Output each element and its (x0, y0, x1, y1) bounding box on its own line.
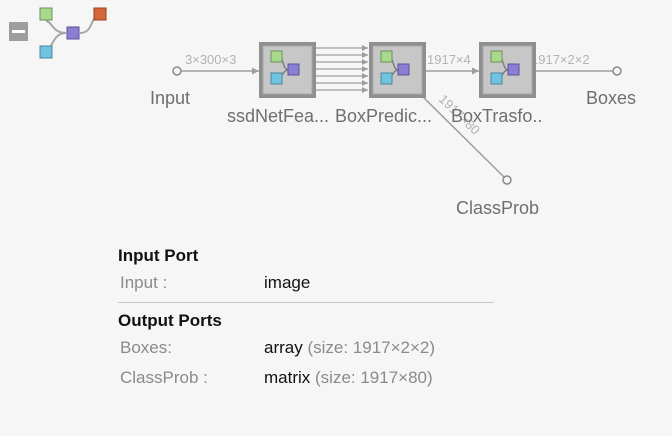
output-ports-heading: Output Ports (118, 311, 222, 330)
classprob-port-node[interactable] (502, 175, 512, 185)
input-port-value: image (264, 273, 311, 292)
input-port-row: Input : image (118, 268, 494, 298)
node-label-classprob: ClassProb (456, 198, 539, 218)
output-port-key-classprob: ClassProb : (120, 368, 208, 387)
output-port-row-boxes: Boxes: array (size: 1917×2×2) (118, 333, 494, 363)
output-port-size-boxes: (size: 1917×2×2) (307, 338, 436, 357)
output-port-key-boxes: Boxes: (120, 338, 172, 357)
edge-bundle-arrowheads (362, 45, 368, 93)
port-info-panel: Input Port Input : image Output Ports Bo… (118, 244, 494, 393)
output-port-type-classprob: matrix (264, 368, 311, 387)
output-port-row-classprob: ClassProb : matrix (size: 1917×80) (118, 363, 494, 393)
layer-block-boxtrasfo[interactable] (479, 42, 536, 98)
edge-label-boxpredic-size: 1917×4 (427, 52, 471, 67)
input-port-node[interactable] (172, 66, 182, 76)
output-port-size-classprob: (size: 1917×80) (315, 368, 433, 387)
layer-block-boxpredic[interactable] (369, 42, 426, 98)
edge-boxpredic-to-classprob (419, 93, 506, 179)
input-port-heading: Input Port (118, 246, 199, 265)
node-label-boxes: Boxes (586, 88, 636, 108)
edge-input-to-ssdnet (180, 67, 259, 75)
collapse-button[interactable] (9, 22, 28, 41)
node-label-input: Input (150, 88, 190, 108)
node-label-boxpredic: BoxPredic... (335, 106, 432, 126)
input-port-key: Input : (120, 273, 168, 292)
output-port-type-boxes: array (264, 338, 303, 357)
node-label-ssdnet: ssdNetFea... (227, 106, 329, 126)
edge-label-input-size: 3×300×3 (185, 52, 236, 67)
boxes-port-node[interactable] (612, 66, 622, 76)
section-divider (118, 302, 494, 303)
network-icon (39, 7, 107, 59)
node-label-boxtrasfo: BoxTrasfo.. (451, 106, 542, 126)
edge-boxpredic-to-boxtrasfo (426, 67, 479, 75)
edge-label-boxes-size: 1917×2×2 (531, 52, 590, 67)
edge-bundle-ssdnet-to-boxpredic (315, 47, 368, 91)
layer-block-ssdnet[interactable] (259, 42, 316, 98)
